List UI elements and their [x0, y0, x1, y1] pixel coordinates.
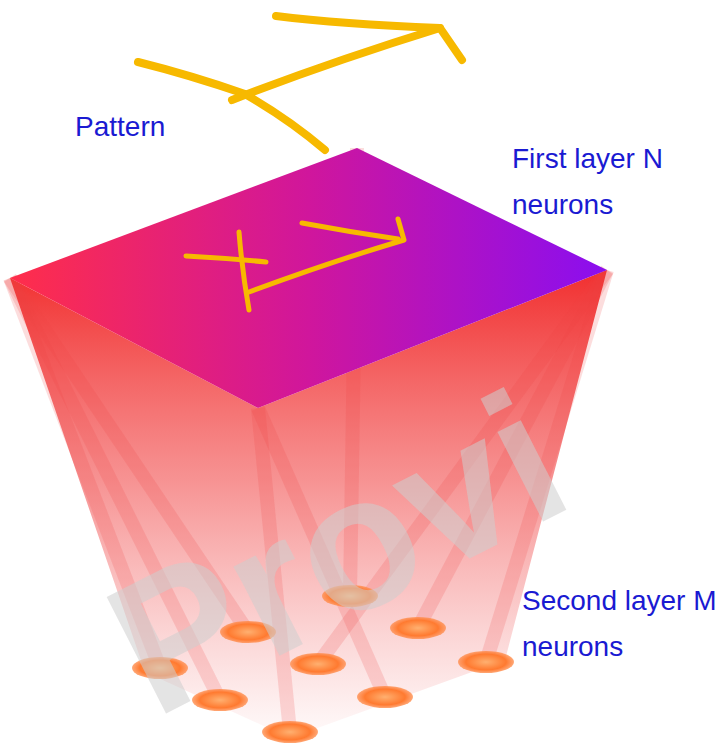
input-pattern: [138, 16, 462, 150]
layer-label: Second layer M neurons: [522, 578, 718, 670]
input-label: Pattern: [75, 111, 165, 143]
layer-label: First layer N neurons: [512, 136, 694, 228]
first-layer-plane: [10, 148, 607, 408]
projected-pattern: [186, 219, 404, 310]
